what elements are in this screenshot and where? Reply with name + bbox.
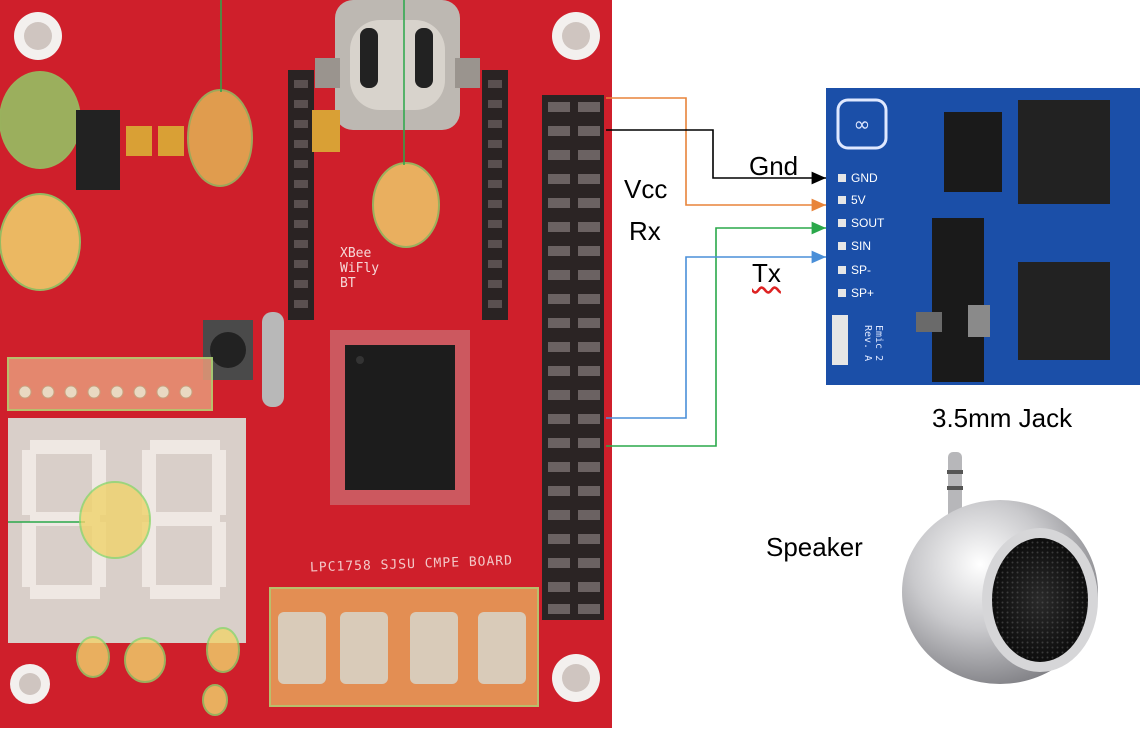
wire-vcc-orange xyxy=(606,97,826,212)
mounting-holes xyxy=(10,12,600,704)
sjsu-board xyxy=(0,0,612,728)
xbee-header-right xyxy=(482,70,508,320)
push-buttons xyxy=(269,587,539,707)
rx-label: Rx xyxy=(629,216,661,246)
voltage-regulator xyxy=(76,110,120,190)
wire-tx-blue xyxy=(606,250,826,419)
highlight-circles xyxy=(0,0,440,716)
lpc1758-chip xyxy=(330,330,470,505)
module-pin-sin: SIN xyxy=(851,239,872,253)
emic2-module: ∞ xyxy=(826,88,1140,385)
xbee-label: XBee WiFly BT xyxy=(340,246,380,291)
wire-rx-green xyxy=(606,221,826,447)
xbee-header-pins xyxy=(294,80,502,308)
coin-cell-holder xyxy=(315,0,480,130)
speaker xyxy=(902,452,1098,684)
module-pin-5v: 5V xyxy=(851,193,866,207)
smd-components xyxy=(126,110,340,156)
right-pin-header xyxy=(542,95,604,620)
gnd-label: Gnd xyxy=(749,151,799,181)
wire-gnd-black xyxy=(606,129,826,185)
crystal xyxy=(262,312,284,407)
module-pin-sout: SOUT xyxy=(851,216,885,230)
speaker-label: Speaker xyxy=(766,532,863,562)
xbee-header-left xyxy=(288,70,314,320)
jack-label: 3.5mm Jack xyxy=(932,403,1073,433)
module-pin-sp-plus: SP+ xyxy=(851,286,875,300)
svg-text:∞: ∞ xyxy=(854,112,871,136)
module-pin-gnd: GND xyxy=(851,171,878,185)
mcu-chip xyxy=(1018,262,1110,360)
audio-jack-socket xyxy=(932,218,984,382)
seven-segment-display xyxy=(8,418,246,643)
module-name: Emic 2 Rev. A xyxy=(862,325,884,362)
tx-label: Tx xyxy=(752,258,781,288)
reset-button xyxy=(203,320,253,380)
module-pin-sp-minus: SP- xyxy=(851,263,872,277)
sg-chip xyxy=(944,112,1002,192)
vcc-label: Vcc xyxy=(624,174,668,204)
jtag-header xyxy=(7,357,213,411)
epson-chip xyxy=(1018,100,1110,204)
wires xyxy=(606,97,826,447)
